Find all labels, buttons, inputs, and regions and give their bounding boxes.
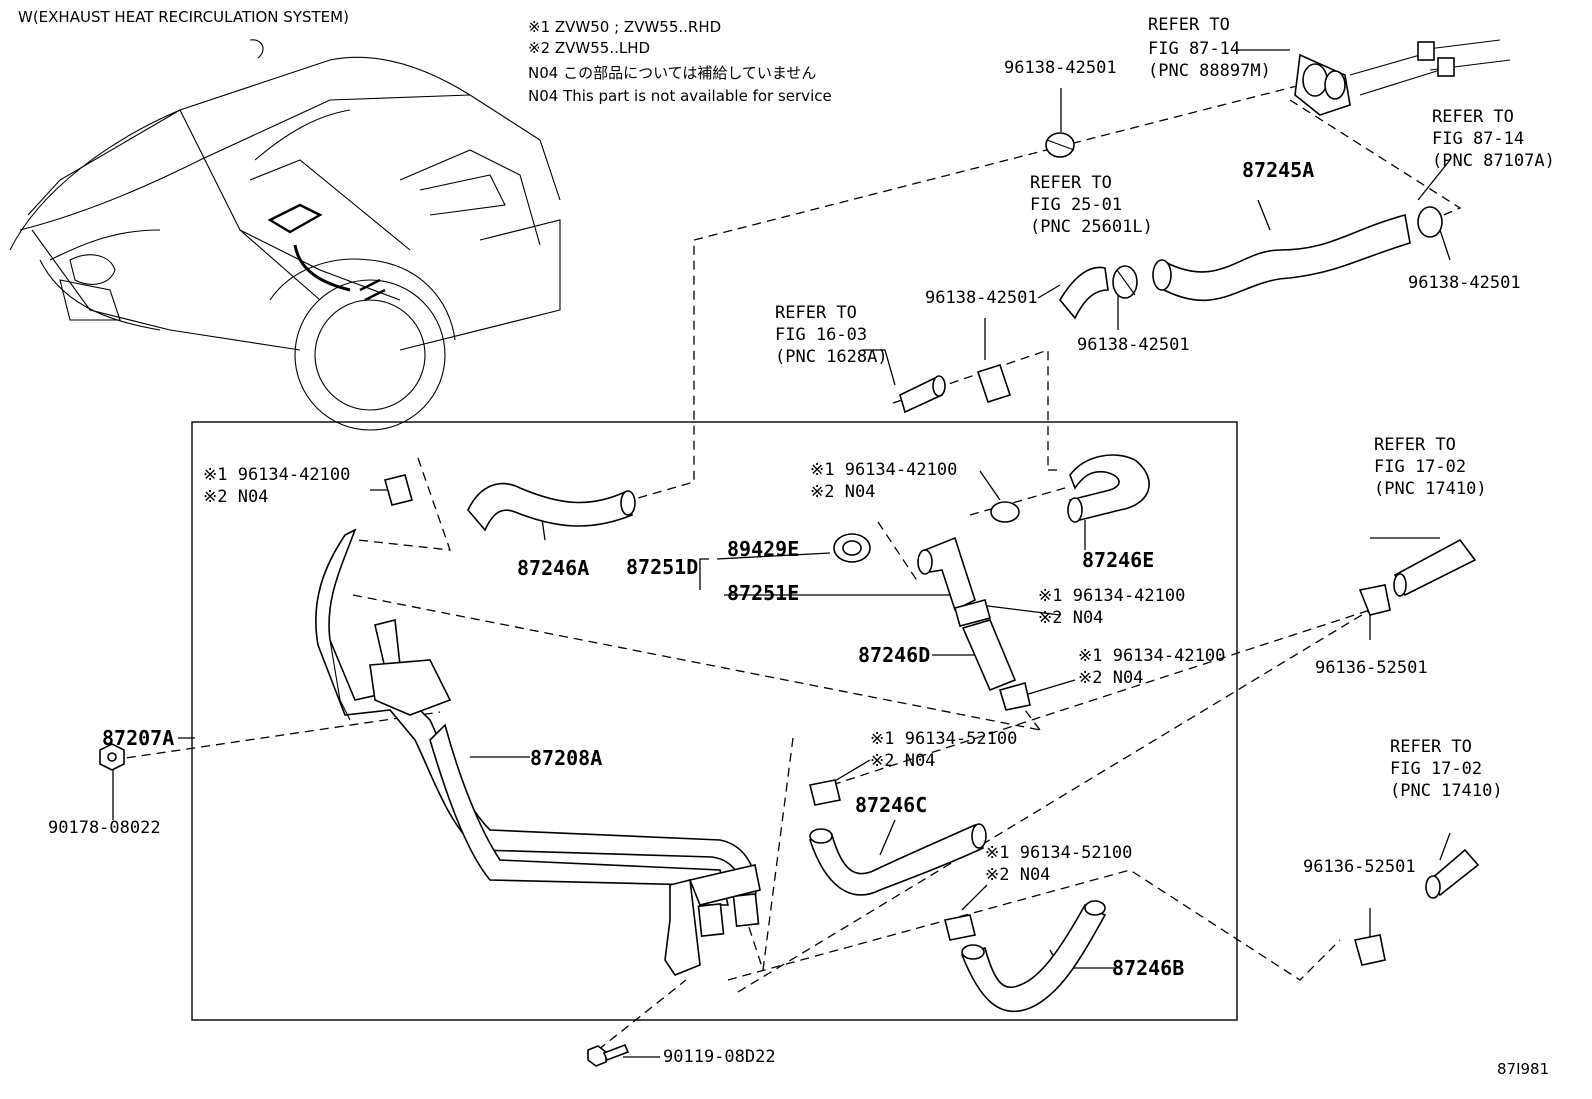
grommet [1294,39,1511,116]
clip4-line1: ※1 96134-42100 [1078,646,1225,666]
pipe-17410-upper [1358,538,1477,616]
vehicle-illustration [9,39,561,431]
part-90119: 90119-08D22 [663,1047,776,1067]
clip2-line1: ※1 96134-42100 [810,460,957,480]
ref-2-line1: REFER TO [1432,107,1514,127]
thermostat-89429E [833,533,871,563]
ref-1-line3: (PNC 88897M) [1148,61,1271,81]
hose-87246D [961,619,1017,692]
clip4-line2: ※2 N04 [1078,668,1143,688]
ref-5-line3: (PNC 17410) [1374,479,1487,499]
dashed-guides [111,74,1462,1051]
note-2: ※2 ZVW55..LHD [528,39,650,57]
part-87246B: 87246B [1112,956,1184,980]
pipe-1628A [899,363,1012,414]
ref-6-line3: (PNC 17410) [1390,781,1503,801]
ref-6-line1: REFER TO [1390,737,1472,757]
housing-87251E [917,536,976,612]
clip6-line1: ※1 96134-52100 [985,843,1132,863]
part-96138-a: 96138-42501 [1004,58,1117,78]
clip5-line1: ※1 96134-52100 [870,729,1017,749]
part-87207A: 87207A [102,726,174,750]
clip-top-left [384,474,413,506]
ref-4-line1: REFER TO [775,303,857,323]
note-1: ※1 ZVW50 ; ZVW55..RHD [528,18,721,36]
ref-1-line1: REFER TO [1148,15,1230,35]
part-87246D: 87246D [858,643,930,667]
part-96136-a: 96136-52501 [1315,658,1428,678]
hose-87246E [1067,454,1150,523]
ref-5-line2: FIG 17-02 [1374,457,1466,477]
hose-87246B [960,900,1107,1013]
clip-87246C [809,779,841,806]
part-87246E: 87246E [1082,548,1154,572]
bolt-90119 [587,1043,630,1067]
part-96138-c: 96138-42501 [925,288,1038,308]
clip1-line1: ※1 96134-42100 [203,465,350,485]
figure-code: 87I981 [1497,1060,1549,1078]
diagram-title: W(EXHAUST HEAT RECIRCULATION SYSTEM) [18,8,349,26]
clip5-line2: ※2 N04 [870,751,935,771]
part-89429E: 89429E [727,537,799,561]
ref-6-line2: FIG 17-02 [1390,759,1482,779]
clip2-line2: ※2 N04 [810,482,875,502]
part-87245A: 87245A [1242,158,1314,182]
part-87246C: 87246C [855,793,927,817]
clip-87246D [998,682,1031,711]
assembly-frame [191,421,1238,1021]
part-96138-b: 96138-42501 [1408,273,1521,293]
hose-87246A [467,482,636,532]
ref-5-line1: REFER TO [1374,435,1456,455]
pipe-25601L [1059,265,1138,320]
part-90178: 90178-08022 [48,818,161,838]
nut-90178 [99,743,125,771]
ref-1-line2: FIG 87-14 [1148,39,1240,59]
part-87251E: 87251E [727,581,799,605]
clip-87246B [944,914,976,941]
pipe-17410-lower [1353,848,1480,966]
part-87208A: 87208A [530,746,602,770]
part-96138-d: 96138-42501 [1077,335,1190,355]
pipe-assembly-87208A [315,528,761,976]
clip-87251E [954,599,991,627]
clip3-line1: ※1 96134-42100 [1038,586,1185,606]
clip6-line2: ※2 N04 [985,865,1050,885]
clip1-line2: ※2 N04 [203,487,268,507]
ref-3-line1: REFER TO [1030,173,1112,193]
clamp-96138-top [1045,132,1075,158]
clip-87246E [990,501,1020,523]
part-96136-b: 96136-52501 [1303,857,1416,877]
hose-87245A [1152,206,1443,302]
note-4: N04 This part is not available for servi… [528,87,832,105]
clip3-line2: ※2 N04 [1038,608,1103,628]
ref-2-line2: FIG 87-14 [1432,129,1524,149]
ref-3-line2: FIG 25-01 [1030,195,1122,215]
leader-lines [112,49,1451,1058]
ref-2-line3: (PNC 87107A) [1432,151,1555,171]
part-87251D: 87251D [626,555,698,579]
ref-4-line3: (PNC 1628A) [775,347,888,367]
ref-4-line2: FIG 16-03 [775,325,867,345]
hose-87246C [808,823,987,896]
note-3: N04 この部品については補給していません [528,64,816,82]
part-87246A: 87246A [517,556,589,580]
ref-3-line3: (PNC 25601L) [1030,217,1153,237]
